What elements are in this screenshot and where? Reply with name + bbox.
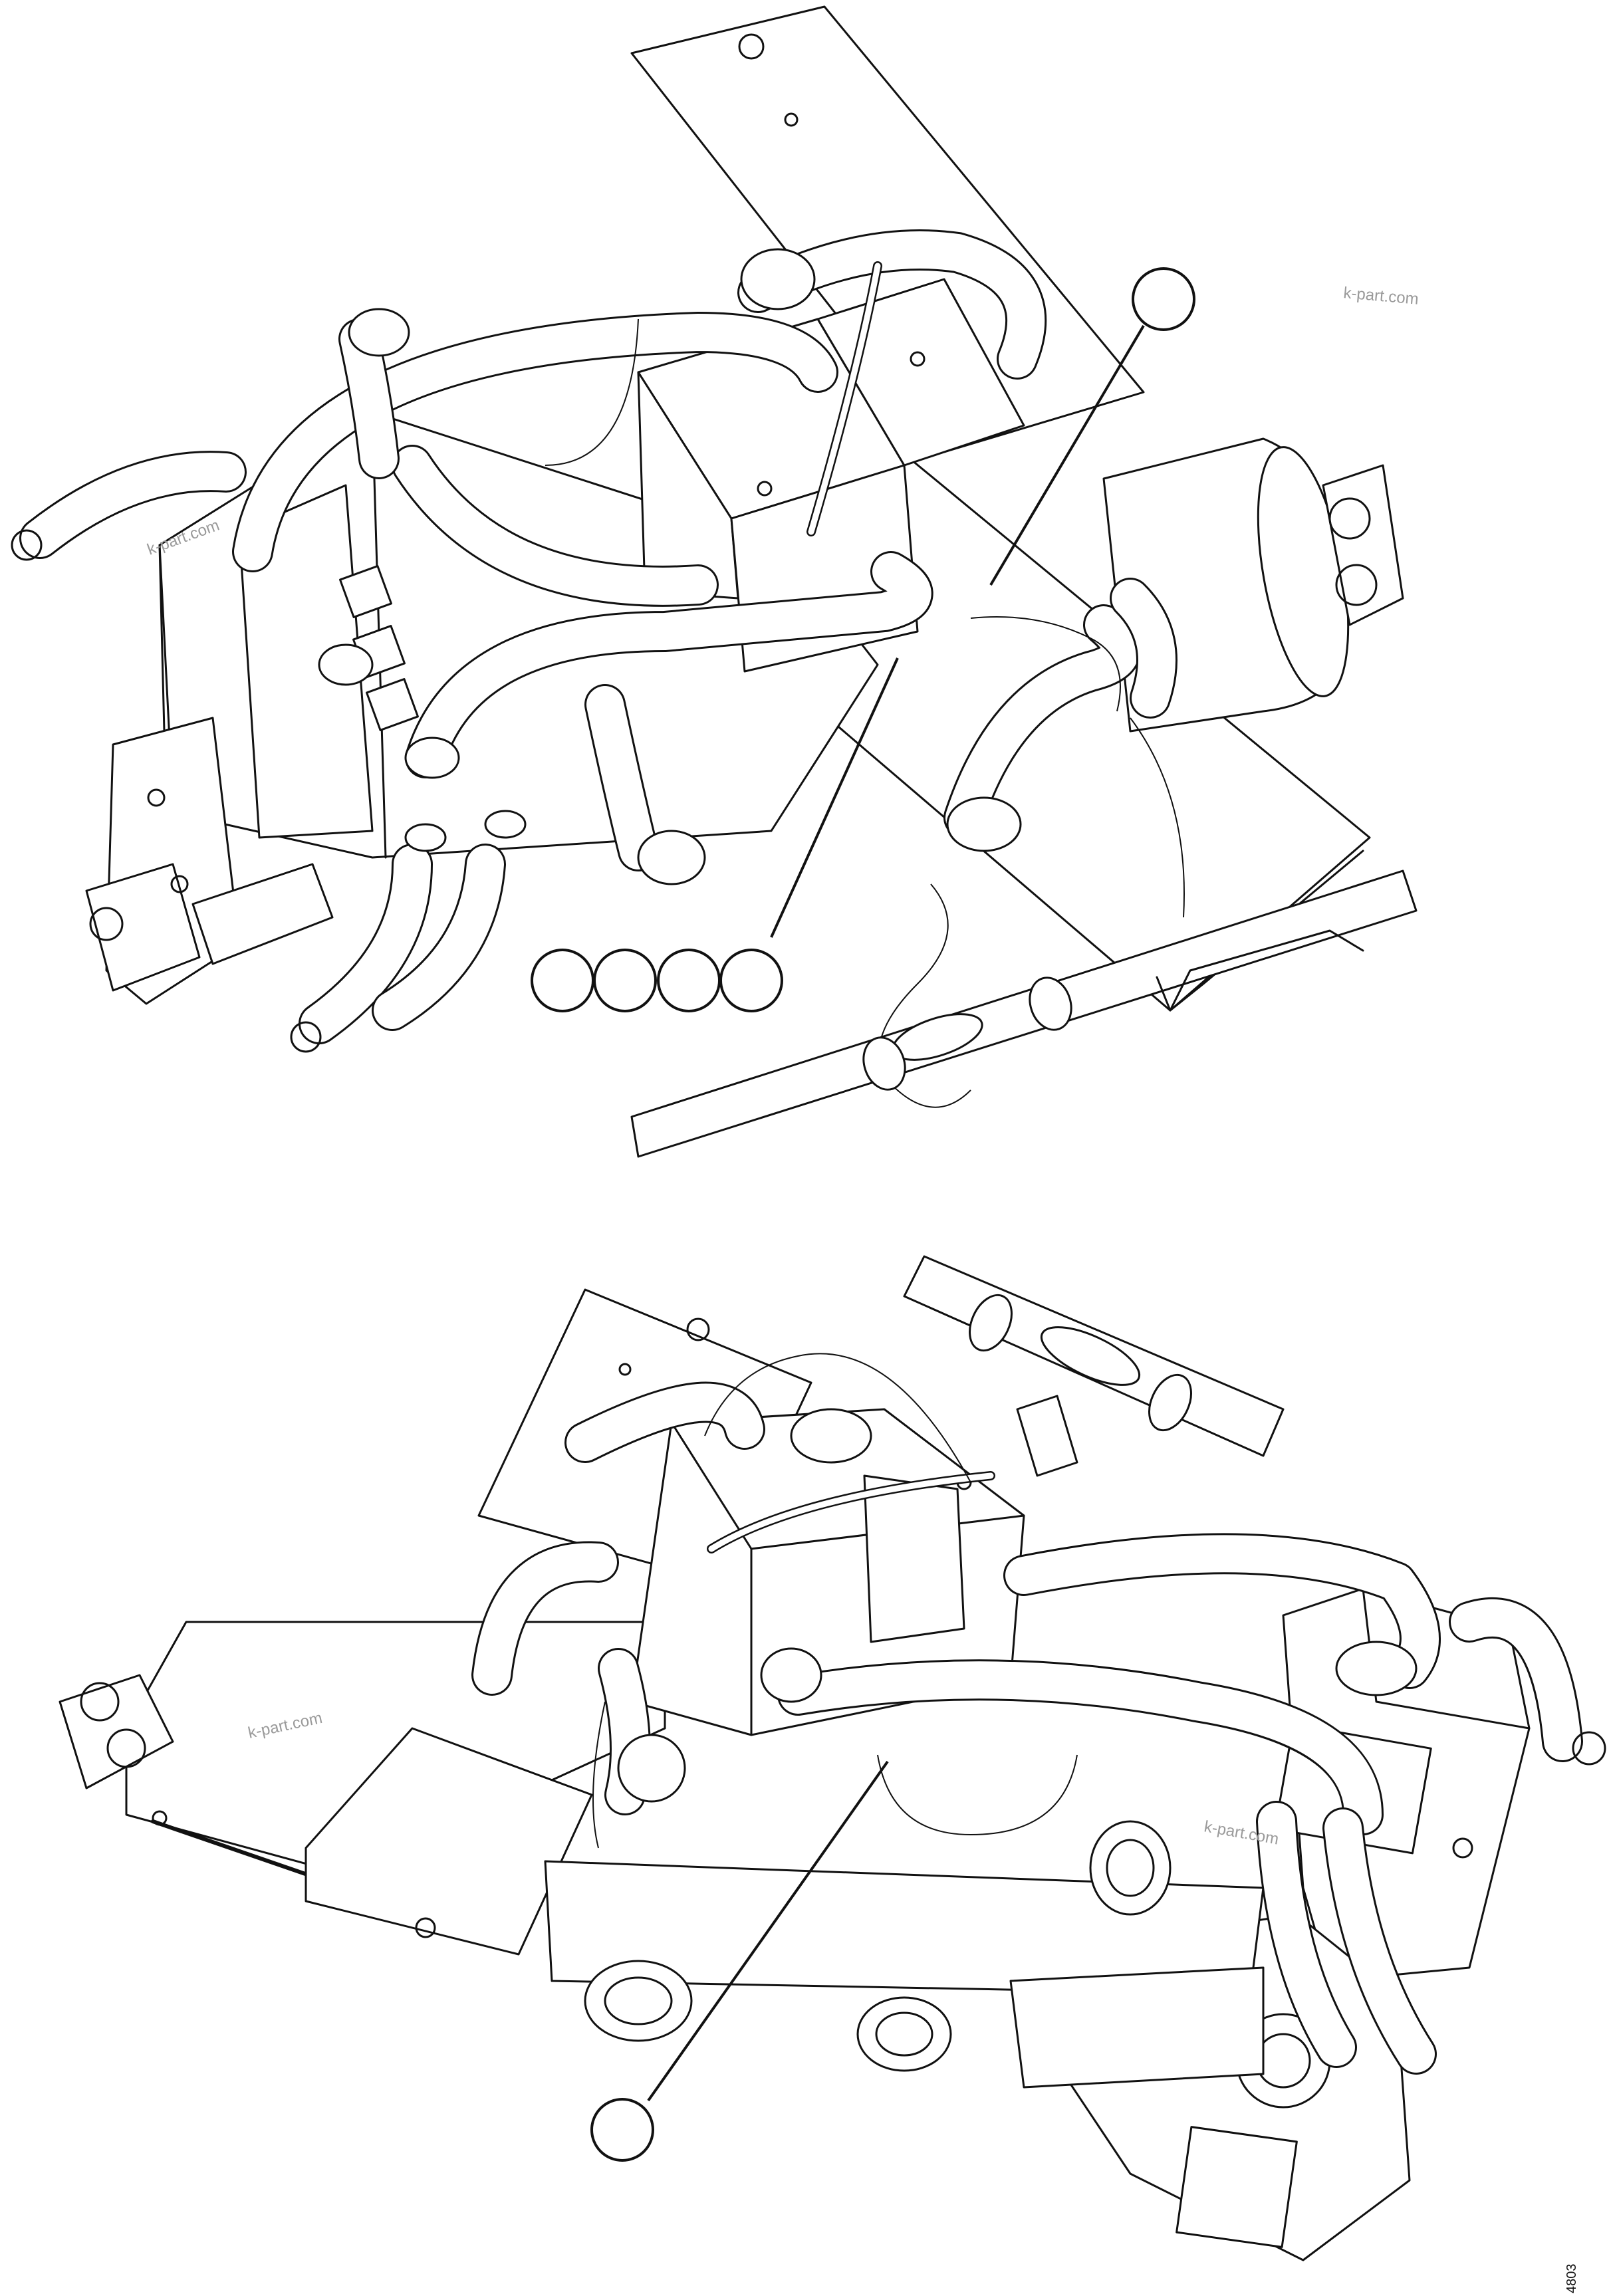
callout-circle-bottom-1 bbox=[590, 2098, 654, 2162]
callout-circle-top-right bbox=[1132, 267, 1195, 331]
top-wires bbox=[545, 261, 1185, 1108]
top-callouts bbox=[531, 267, 1195, 1012]
watermark-1: k-part.com bbox=[1342, 284, 1419, 308]
bottom-left-yoke bbox=[59, 1674, 174, 1789]
callout-circle-top-1 bbox=[531, 949, 594, 1012]
callout-circle-top-2 bbox=[593, 949, 657, 1012]
callout-circle-top-4 bbox=[719, 949, 783, 1012]
bottom-flanges bbox=[584, 1641, 1606, 2072]
bottom-callouts bbox=[590, 1760, 889, 2162]
bottom-left-beam bbox=[125, 1621, 666, 1956]
top-left-pump bbox=[85, 717, 334, 1005]
bottom-upper-tube bbox=[903, 1255, 1285, 1477]
bottom-center-block bbox=[630, 1408, 1025, 1736]
top-lower-tube bbox=[630, 869, 1418, 1158]
bottom-hoses bbox=[471, 1381, 1583, 2075]
top-flanges bbox=[11, 248, 1022, 1053]
bottom-assembly-view bbox=[59, 1255, 1606, 2261]
callout-circle-top-3 bbox=[657, 949, 721, 1012]
bottom-lower-plate bbox=[544, 1860, 1265, 2089]
top-hoses bbox=[19, 229, 1177, 1044]
top-assembly-view bbox=[11, 5, 1418, 1158]
bottom-wires bbox=[592, 1353, 1078, 1849]
figure-code: 4803 bbox=[1564, 2264, 1579, 2294]
